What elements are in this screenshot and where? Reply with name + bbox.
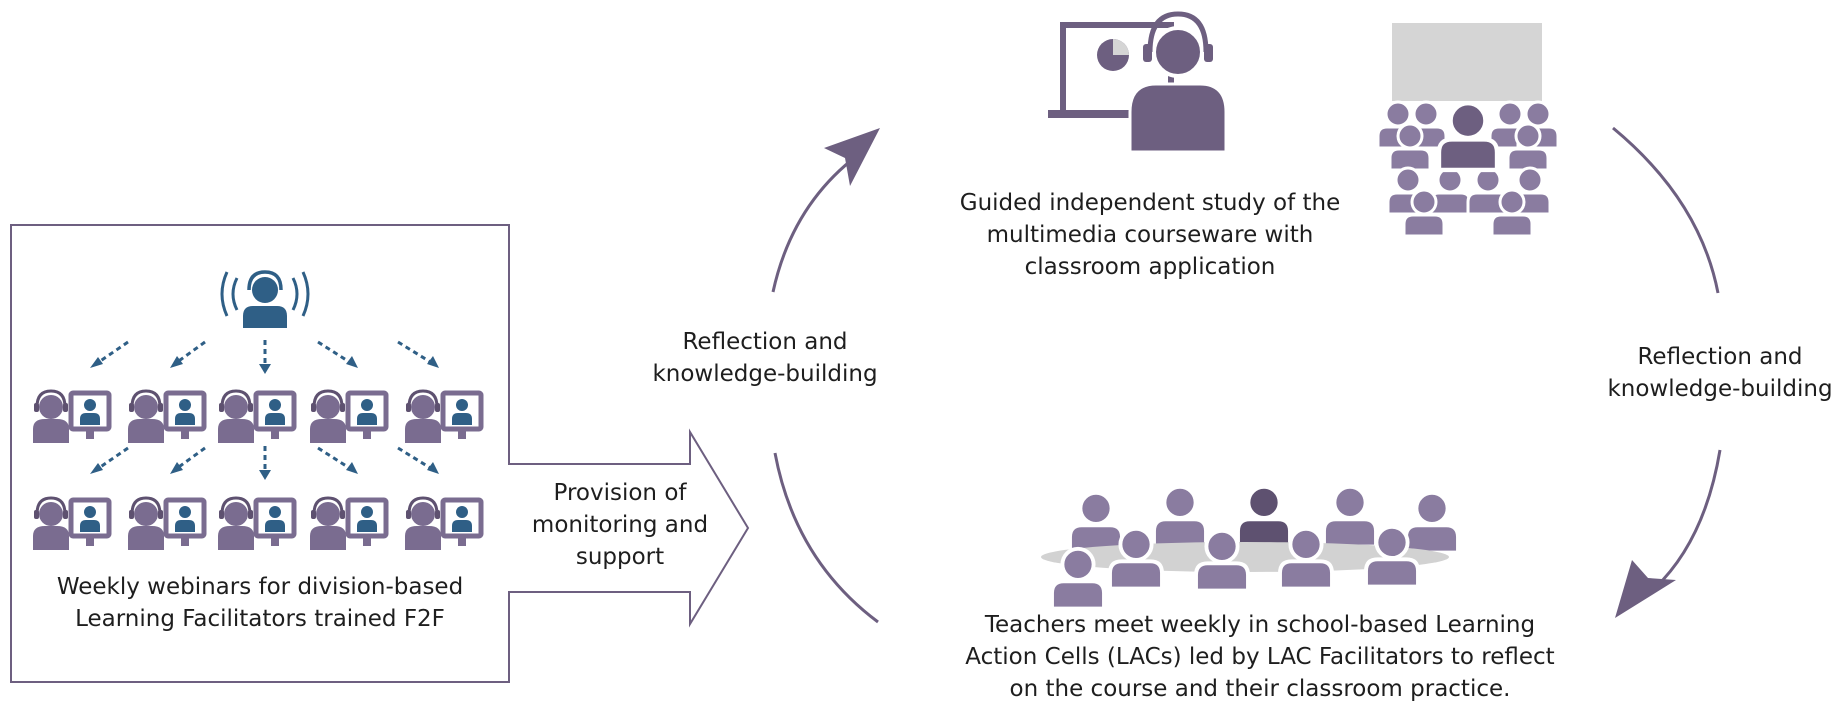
webinar-box-outline xyxy=(10,224,750,683)
independent-study-line-1: Guided independent study of the xyxy=(959,190,1341,216)
webinar-caption-line-2: Learning Facilitators trained F2F xyxy=(75,606,445,632)
broadcasting-headset-icon xyxy=(220,270,310,328)
independent-study-line-2: multimedia courseware with xyxy=(986,222,1314,248)
independent-study-line-3: classroom application xyxy=(1024,254,1276,280)
provision-line-1: Provision of xyxy=(553,480,687,506)
reflection-right-line-2: knowledge-building xyxy=(1607,376,1833,402)
lac-meeting-line-2: Action Cells (LACs) led by LAC Facilitat… xyxy=(965,644,1555,670)
reflection-right-line-1: Reflection and xyxy=(1637,344,1803,370)
provision-line-2: monitoring and xyxy=(531,512,709,538)
arrowhead-up xyxy=(824,128,880,186)
arc-left-lower xyxy=(773,452,879,624)
arrowhead-down xyxy=(1615,560,1676,618)
provision-label: Provision of monitoring and support xyxy=(512,477,728,573)
laptop-headset-icon xyxy=(1048,11,1228,154)
webinar-panel xyxy=(10,224,750,683)
arc-right-lower xyxy=(1653,449,1722,590)
provision-line-3: support xyxy=(575,544,665,570)
arc-left-upper xyxy=(771,153,859,293)
webinar-caption: Weekly webinars for division-based Learn… xyxy=(30,571,490,635)
independent-study-label: Guided independent study of the multimed… xyxy=(940,187,1360,283)
lac-meeting-line-3: on the course and their classroom practi… xyxy=(1009,676,1511,702)
reflection-right-label: Reflection and knowledge-building xyxy=(1595,341,1845,405)
broadcast-arrows-top xyxy=(90,340,439,374)
arc-right-upper xyxy=(1612,126,1720,294)
broadcast-arrows-bottom xyxy=(90,446,439,480)
lac-meeting-line-1: Teachers meet weekly in school-based Lea… xyxy=(984,612,1536,638)
reflection-left-label: Reflection and knowledge-building xyxy=(640,326,890,390)
webinar-caption-line-1: Weekly webinars for division-based xyxy=(56,574,464,600)
lac-meeting-label: Teachers meet weekly in school-based Lea… xyxy=(930,609,1590,705)
audience-icon xyxy=(1376,23,1560,238)
reflection-left-line-1: Reflection and xyxy=(682,329,848,355)
reflection-left-line-2: knowledge-building xyxy=(652,361,878,387)
meeting-table-icon xyxy=(1041,484,1460,611)
cycle-arrows xyxy=(771,126,1722,624)
